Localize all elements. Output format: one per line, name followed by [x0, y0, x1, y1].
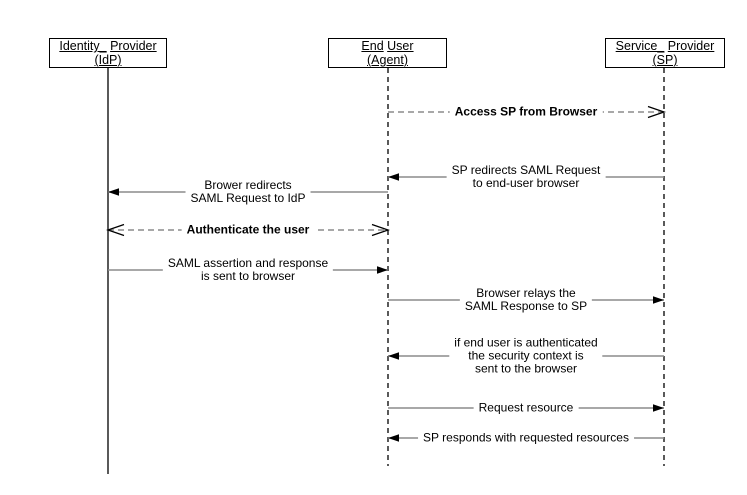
message-label-line: Request resource — [478, 400, 574, 415]
message-label-line: the security context is — [468, 348, 584, 363]
message-label-line: Browser relays the — [476, 286, 576, 300]
message-label-line: SAML Response to SP — [464, 299, 588, 313]
message-label-line: sent to the browser — [474, 361, 578, 376]
arrowhead-filled — [653, 404, 664, 412]
message-label-7: Request resource — [473, 400, 579, 415]
message-label-line: is sent to browser — [200, 269, 296, 283]
message-label-line: SP responds with requested resources — [423, 430, 629, 445]
actor-box-user: End User(Agent) — [328, 38, 447, 68]
actor-label-line: End User — [361, 39, 414, 53]
message-label-3: Authenticate the user — [181, 222, 315, 237]
actor-box-sp: Service_ Provider(SP) — [605, 38, 725, 68]
arrowhead-open — [371, 223, 390, 237]
actor-label-line: Service_ Provider — [615, 39, 715, 53]
actor-label-line: (SP) — [652, 53, 678, 67]
message-label-line: Brower redirects — [204, 178, 292, 192]
actor-label-line: Identity_ Provider — [59, 39, 157, 53]
message-label-8: SP responds with requested resources — [418, 430, 634, 445]
arrowhead-filled — [388, 173, 399, 181]
arrowhead-filled — [653, 296, 664, 304]
actor-label-line: (Agent) — [367, 53, 408, 67]
arrowhead-open — [647, 105, 666, 119]
arrowhead-filled — [108, 188, 119, 196]
arrowhead-open — [106, 223, 125, 237]
actor-box-idp: Identity_ Provider(IdP) — [49, 38, 167, 68]
message-label-line: SAML Request to IdP — [190, 191, 306, 205]
message-label-line: SP redirects SAML Request — [451, 163, 601, 177]
message-label-line: Access SP from Browser — [454, 104, 598, 119]
message-label-0: Access SP from Browser — [449, 104, 603, 119]
message-label-line: SAML assertion and response — [167, 256, 329, 270]
message-label-line: if end user is authenticated — [454, 335, 598, 350]
arrowhead-filled — [388, 352, 399, 360]
arrowhead-filled — [388, 434, 399, 442]
message-label-line: to end-user browser — [472, 176, 580, 190]
actor-label-line: (IdP) — [94, 53, 122, 67]
arrowhead-filled — [377, 266, 388, 274]
message-label-line: Authenticate the user — [186, 222, 310, 237]
